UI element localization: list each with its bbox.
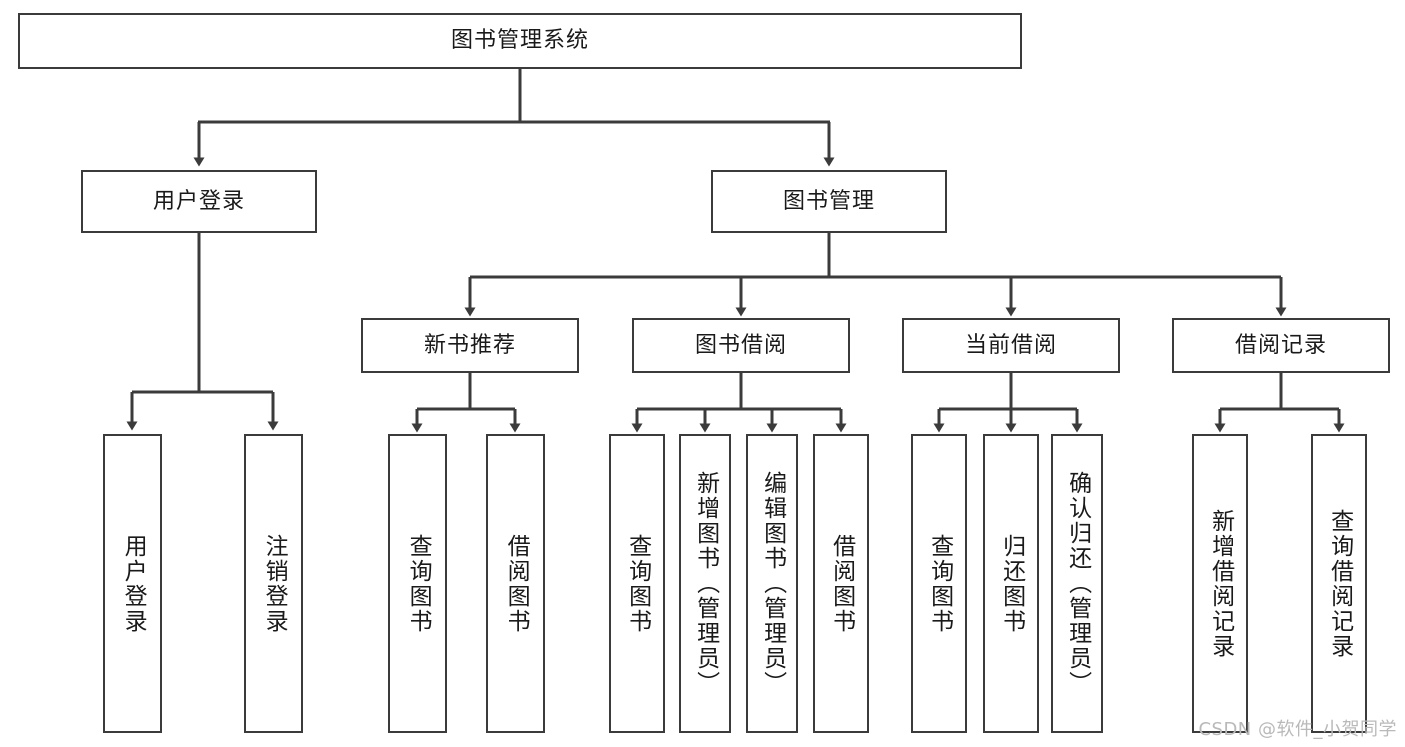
- leaf-borrow-query-book-label: 查询图书: [624, 533, 651, 634]
- leaf-record-add[interactable]: 新增借阅记录: [1192, 434, 1248, 733]
- leaf-borrow-do-borrow-label: 借阅图书: [828, 533, 855, 634]
- node-user-login-module-label: 用户登录: [152, 188, 245, 214]
- node-root[interactable]: 图书管理系统: [18, 13, 1022, 69]
- leaf-borrow-add-book[interactable]: 新增图书（管理员）: [679, 434, 731, 733]
- leaf-record-query-label: 查询借阅记录: [1326, 508, 1353, 659]
- leaf-borrow-edit-book[interactable]: 编辑图书（管理员）: [746, 434, 798, 733]
- leaf-current-return-book-label: 归还图书: [998, 533, 1025, 634]
- node-book-management-module-label: 图书管理: [782, 188, 875, 214]
- leaf-record-query[interactable]: 查询借阅记录: [1311, 434, 1367, 733]
- leaf-new-query-book[interactable]: 查询图书: [388, 434, 447, 733]
- node-root-label: 图书管理系统: [450, 28, 589, 54]
- leaf-new-borrow-book-label: 借阅图书: [503, 533, 530, 634]
- edge-group-borrow-record: [1214, 373, 1345, 433]
- node-book-borrow-label: 图书借阅: [694, 332, 787, 358]
- leaf-current-query-book[interactable]: 查询图书: [911, 434, 967, 733]
- edge-group-book-manage: [464, 233, 1287, 317]
- leaf-current-confirm-return-label: 确认归还（管理员）: [1064, 471, 1091, 696]
- leaf-record-add-label: 新增借阅记录: [1207, 508, 1234, 659]
- leaf-borrow-query-book[interactable]: 查询图书: [609, 434, 665, 733]
- node-current-borrow-label: 当前借阅: [964, 332, 1057, 358]
- edge-group-current-borrow: [933, 373, 1083, 433]
- edge-group-user-login: [126, 233, 279, 431]
- leaf-user-logout-label: 注销登录: [261, 533, 288, 634]
- node-borrow-record-label: 借阅记录: [1234, 332, 1327, 358]
- node-book-management-module[interactable]: 图书管理: [711, 170, 947, 233]
- leaf-user-login[interactable]: 用户登录: [103, 434, 162, 733]
- node-current-borrow[interactable]: 当前借阅: [902, 318, 1120, 373]
- leaf-current-return-book[interactable]: 归还图书: [983, 434, 1039, 733]
- leaf-borrow-do-borrow[interactable]: 借阅图书: [813, 434, 869, 733]
- leaf-new-query-book-label: 查询图书: [405, 533, 432, 634]
- node-new-book-recommend[interactable]: 新书推荐: [361, 318, 579, 373]
- node-user-login-module[interactable]: 用户登录: [81, 170, 317, 233]
- leaf-user-logout[interactable]: 注销登录: [244, 434, 303, 733]
- leaf-user-login-label: 用户登录: [120, 533, 147, 634]
- leaf-current-query-book-label: 查询图书: [926, 533, 953, 634]
- node-book-borrow[interactable]: 图书借阅: [632, 318, 850, 373]
- leaf-current-confirm-return[interactable]: 确认归还（管理员）: [1051, 434, 1103, 733]
- watermark: CSDN @软件_小贺同学: [1198, 719, 1397, 740]
- leaf-new-borrow-book[interactable]: 借阅图书: [486, 434, 545, 733]
- leaf-borrow-add-book-label: 新增图书（管理员）: [692, 471, 719, 696]
- edge-group-root: [193, 69, 835, 167]
- leaf-borrow-edit-book-label: 编辑图书（管理员）: [759, 471, 786, 696]
- node-borrow-record[interactable]: 借阅记录: [1172, 318, 1390, 373]
- node-new-book-recommend-label: 新书推荐: [423, 332, 516, 358]
- edge-group-book-borrow: [631, 373, 847, 433]
- edge-group-new-books: [411, 373, 521, 433]
